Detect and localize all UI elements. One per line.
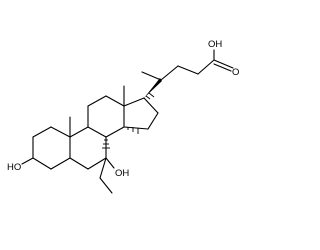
ring-c: [87, 95, 125, 138]
ring-b: [69, 126, 107, 170]
bond: [197, 59, 215, 75]
c3-oh-label: HO: [7, 162, 21, 173]
bond: [160, 65, 179, 81]
bond: [50, 126, 71, 138]
bond: [87, 126, 107, 138]
bond: [105, 126, 125, 138]
c17-wedge-bond: [144, 78, 162, 98]
bond: [32, 126, 52, 138]
side-chain: [141, 49, 234, 98]
c14-hash-bond: [127, 127, 139, 134]
c3-oh-bond: [21, 157, 34, 165]
acid-oh-label: OH: [208, 39, 222, 50]
bond: [177, 65, 199, 75]
bond: [143, 97, 159, 114]
carbonyl-bond-1: [213, 59, 234, 69]
carbonyl-bond-2: [213, 63, 232, 72]
bond: [105, 95, 125, 107]
c17-hash-bond: [145, 92, 155, 100]
bond: [147, 112, 159, 130]
acid-o-label: O: [232, 67, 239, 78]
c7-oh-label: OH: [115, 168, 129, 179]
bond: [69, 126, 89, 138]
bond: [123, 97, 145, 107]
bond: [87, 157, 107, 170]
ring-d: [123, 97, 159, 130]
bond: [69, 157, 89, 170]
hash-stroke: [148, 92, 155, 98]
bond: [32, 157, 52, 170]
ethyl-bond-2: [99, 177, 113, 194]
c21-methyl-bond: [141, 71, 162, 81]
c7-oh-bond: [105, 157, 115, 169]
hash-stroke: [145, 95, 151, 100]
structure-diagram: OH O HO OH: [7, 39, 239, 194]
c8-hash-bond: [102, 139, 110, 149]
ring-a: [32, 126, 71, 170]
ethyl-bond-1: [99, 157, 107, 179]
bond: [50, 157, 71, 170]
bond: [87, 95, 107, 107]
